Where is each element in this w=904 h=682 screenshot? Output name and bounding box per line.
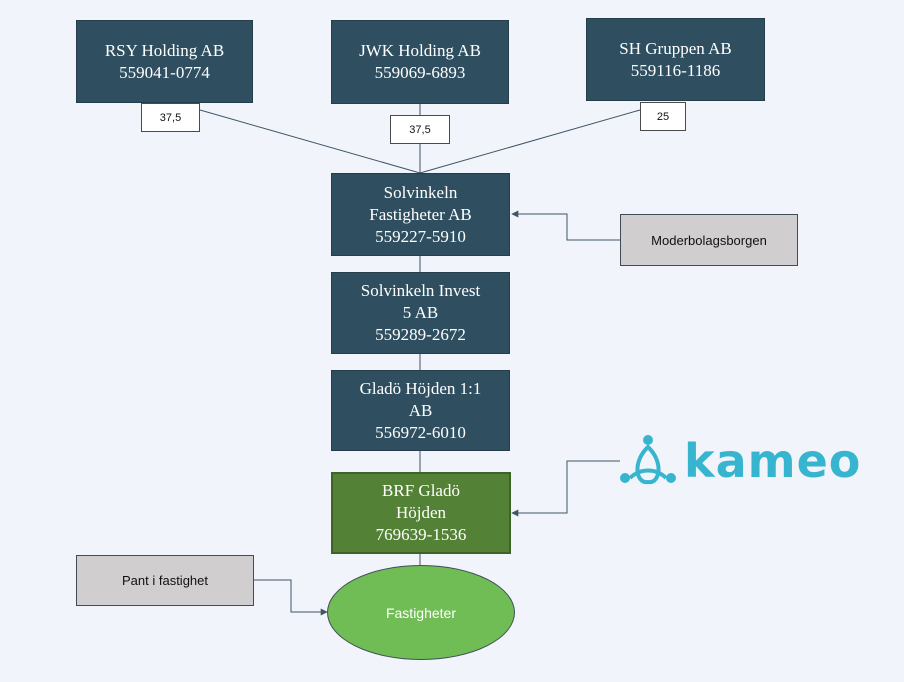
company-line: 5 AB	[402, 303, 439, 322]
owner-line-3	[419, 109, 641, 174]
share-label-rsy: 37,5	[141, 103, 200, 132]
kameo-logo-icon	[620, 435, 676, 484]
guarantee-note: Moderbolagsborgen	[620, 214, 798, 266]
company-line: Solvinkeln Invest	[360, 281, 481, 300]
owner-name: RSY Holding AB	[104, 40, 225, 60]
company-line: AB	[408, 400, 433, 420]
mortgage-note: Pant i fastighet	[76, 555, 254, 606]
invest-company-box: Solvinkeln Invest 5 AB 559289-2672	[331, 272, 510, 354]
parent-company-box: Solvinkeln Fastigheter AB 559227-5910	[331, 173, 510, 256]
guarantee-arrow	[511, 210, 620, 241]
company-org-number: 559289-2672	[375, 325, 466, 344]
owner-box-sh: SH Gruppen AB 559116-1186	[586, 18, 765, 101]
kameo-logo: kameo	[618, 432, 862, 490]
company-line: Höjden	[395, 503, 447, 522]
owner-line-1	[199, 109, 421, 174]
owner-name: JWK Holding AB	[359, 41, 481, 60]
owner-name: SH Gruppen AB	[619, 38, 732, 58]
kameo-logo-text: kameo	[684, 434, 862, 488]
company-line: Fastigheter AB	[369, 204, 472, 224]
share-label-sh: 25	[640, 102, 686, 131]
asset-ellipse: Fastigheter	[327, 565, 515, 660]
company-org-number: 769639-1536	[375, 525, 467, 544]
owner-org-number: 559069-6893	[374, 63, 466, 82]
owner-box-rsy: RSY Holding AB 559041-0774	[76, 20, 253, 103]
lender-arrow	[511, 460, 620, 517]
company-org-number: 559227-5910	[375, 226, 466, 246]
owner-org-number: 559041-0774	[119, 62, 210, 82]
share-label-jwk: 37,5	[390, 115, 450, 144]
company-line: Gladö Höjden 1:1	[359, 378, 482, 398]
company-line: Solvinkeln	[383, 182, 458, 202]
borrower-box: BRF Gladö Höjden 769639-1536	[331, 472, 511, 554]
company-line: BRF Gladö	[382, 481, 460, 500]
owner-org-number: 559116-1186	[630, 60, 721, 80]
owner-box-jwk: JWK Holding AB 559069-6893	[331, 20, 509, 104]
property-company-box: Gladö Höjden 1:1 AB 556972-6010	[331, 370, 510, 451]
mortgage-arrow	[253, 579, 328, 616]
company-org-number: 556972-6010	[375, 422, 466, 442]
